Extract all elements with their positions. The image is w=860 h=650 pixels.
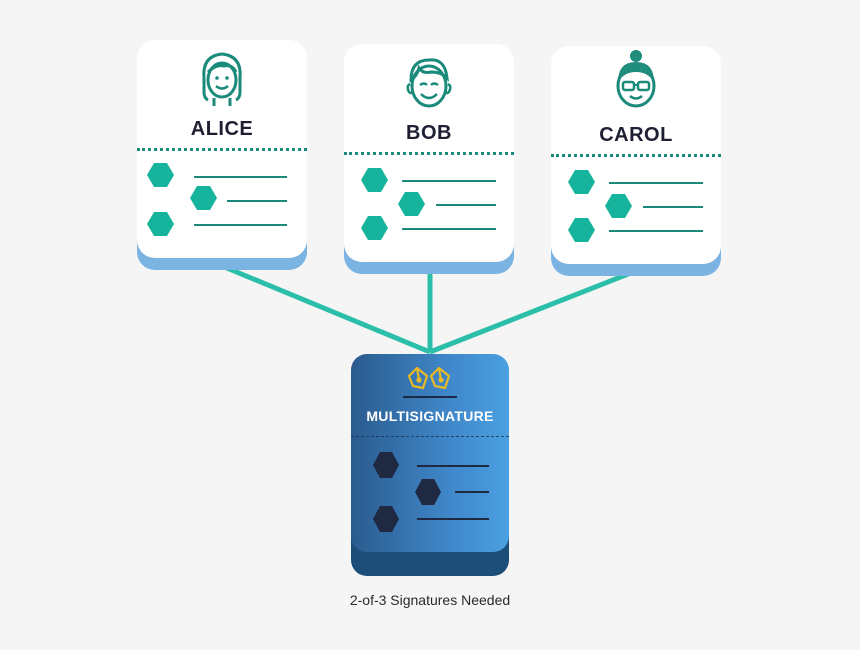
dashed-divider [351, 436, 509, 437]
hex-icon [361, 168, 388, 192]
card-body: BOB [344, 44, 514, 262]
dotted-divider [344, 152, 514, 155]
card-body: MULTISIGNATURE [351, 354, 509, 552]
dotted-divider [551, 154, 721, 157]
key-list [361, 168, 496, 240]
caption: 2-of-3 Signatures Needed [349, 592, 511, 608]
hex-icon [568, 170, 595, 194]
title-rule [403, 396, 457, 398]
key-list [373, 452, 489, 532]
man-icon [406, 58, 452, 108]
key-list [568, 170, 703, 242]
signer-name: BOB [406, 122, 452, 144]
card-body: ALICE [137, 40, 307, 258]
pen-nib-icon [407, 366, 451, 390]
multisignature-title: MULTISIGNATURE [366, 408, 494, 424]
signer-name: CAROL [599, 124, 673, 146]
connector-alice [221, 263, 431, 355]
signer-name: ALICE [190, 118, 254, 140]
hex-icon [147, 163, 174, 187]
hex-icon [568, 218, 595, 242]
key-list [147, 163, 287, 236]
connector-carol [429, 268, 637, 355]
woman-glasses-bun-icon [616, 50, 656, 108]
hex-icon [605, 194, 632, 218]
signer-card-alice: ALICE [137, 40, 307, 270]
hex-icon [373, 506, 399, 532]
multisignature-card: MULTISIGNATURE [351, 354, 509, 576]
hex-icon [147, 212, 174, 236]
hex-icon [373, 452, 399, 478]
hex-icon [361, 216, 388, 240]
signer-card-bob: BOB [344, 44, 514, 274]
woman-icon [202, 52, 242, 106]
hex-icon [415, 479, 441, 505]
hex-icon [190, 186, 217, 210]
hex-icon [398, 192, 425, 216]
signer-card-carol: CAROL [551, 46, 721, 276]
card-body: CAROL [551, 46, 721, 264]
dotted-divider [137, 148, 307, 151]
